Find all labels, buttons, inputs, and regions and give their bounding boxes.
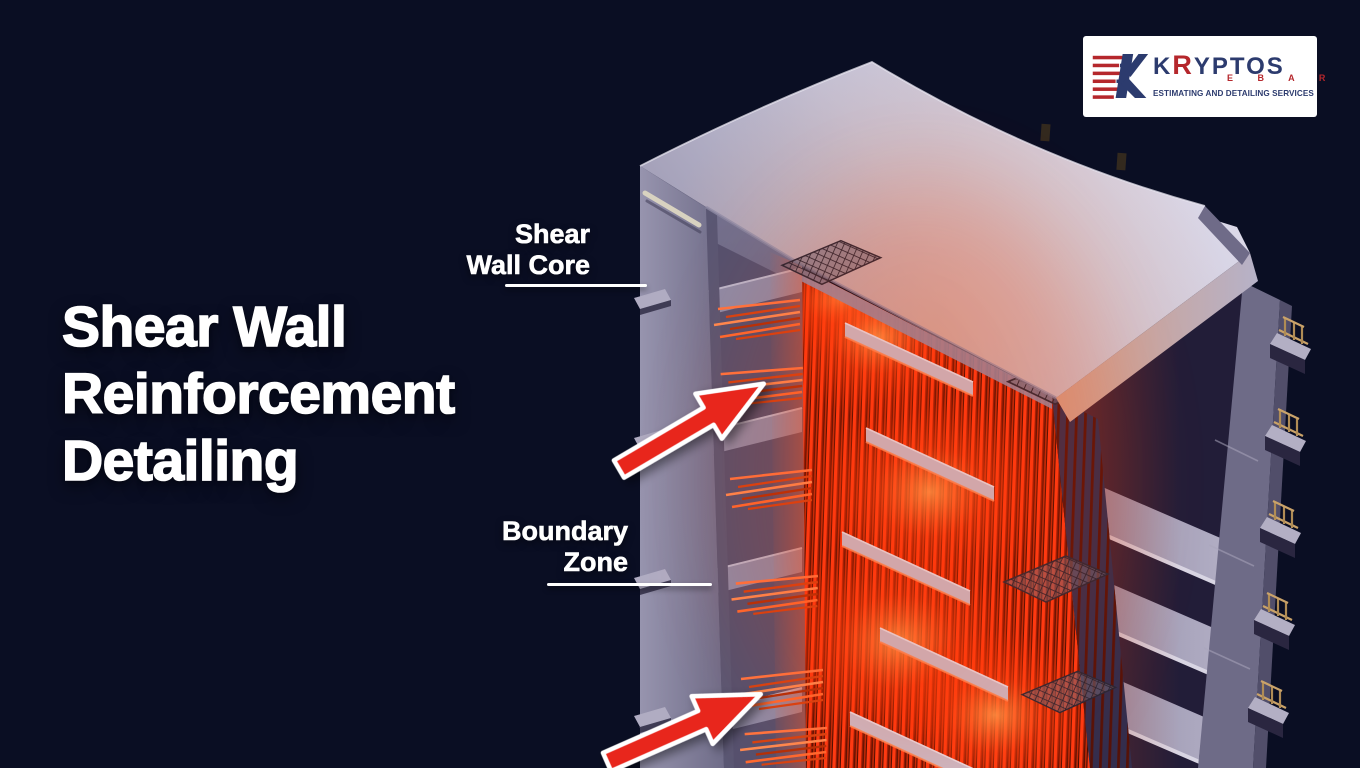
arrow-lower-icon	[600, 691, 763, 768]
kryptos-rebar-logo: KRYPTOS E B A R ESTIMATING AND DETAILING…	[1083, 36, 1325, 117]
shear-wall-core-label-line2: Wall Core	[466, 250, 590, 281]
title-line-2: Reinforcement	[61, 361, 456, 427]
page-title: Shear Wall Reinforcement Detailing	[61, 294, 456, 495]
logo-rebar-text: E B A R	[1227, 73, 1337, 83]
roof-dowel-posts	[1040, 123, 1127, 171]
title-line-3: Detailing	[61, 428, 299, 494]
logo-brand-yptos: YPTOS	[1193, 53, 1285, 80]
title-line-1: Shear Wall	[61, 294, 347, 360]
boundary-zone-label: Boundary Zone	[470, 516, 629, 578]
boundary-zone-leader-line	[547, 583, 712, 586]
kryptos-k-icon	[1092, 54, 1149, 99]
roof-right-edge	[1198, 206, 1250, 265]
arrow-upper-icon	[611, 381, 767, 480]
roof-edge-highlight	[639, 61, 1206, 207]
shear-wall-core-leader-line	[505, 284, 647, 287]
shear-wall-core-label-line1: Shear	[514, 219, 591, 250]
logo-tagline: ESTIMATING AND DETAILING SERVICES	[1153, 88, 1314, 98]
logo-brand-k: K	[1153, 53, 1173, 80]
shear-wall-core-label: Shear Wall Core	[430, 219, 590, 281]
logo-brand-r: R	[1172, 50, 1194, 80]
boundary-zone-label-line1: Boundary	[501, 516, 629, 547]
corner-column	[640, 166, 734, 768]
boundary-zone-label-line2: Zone	[563, 547, 628, 578]
logo-brand-text: KRYPTOS	[1153, 50, 1285, 81]
ambient-glow	[722, 180, 1122, 768]
